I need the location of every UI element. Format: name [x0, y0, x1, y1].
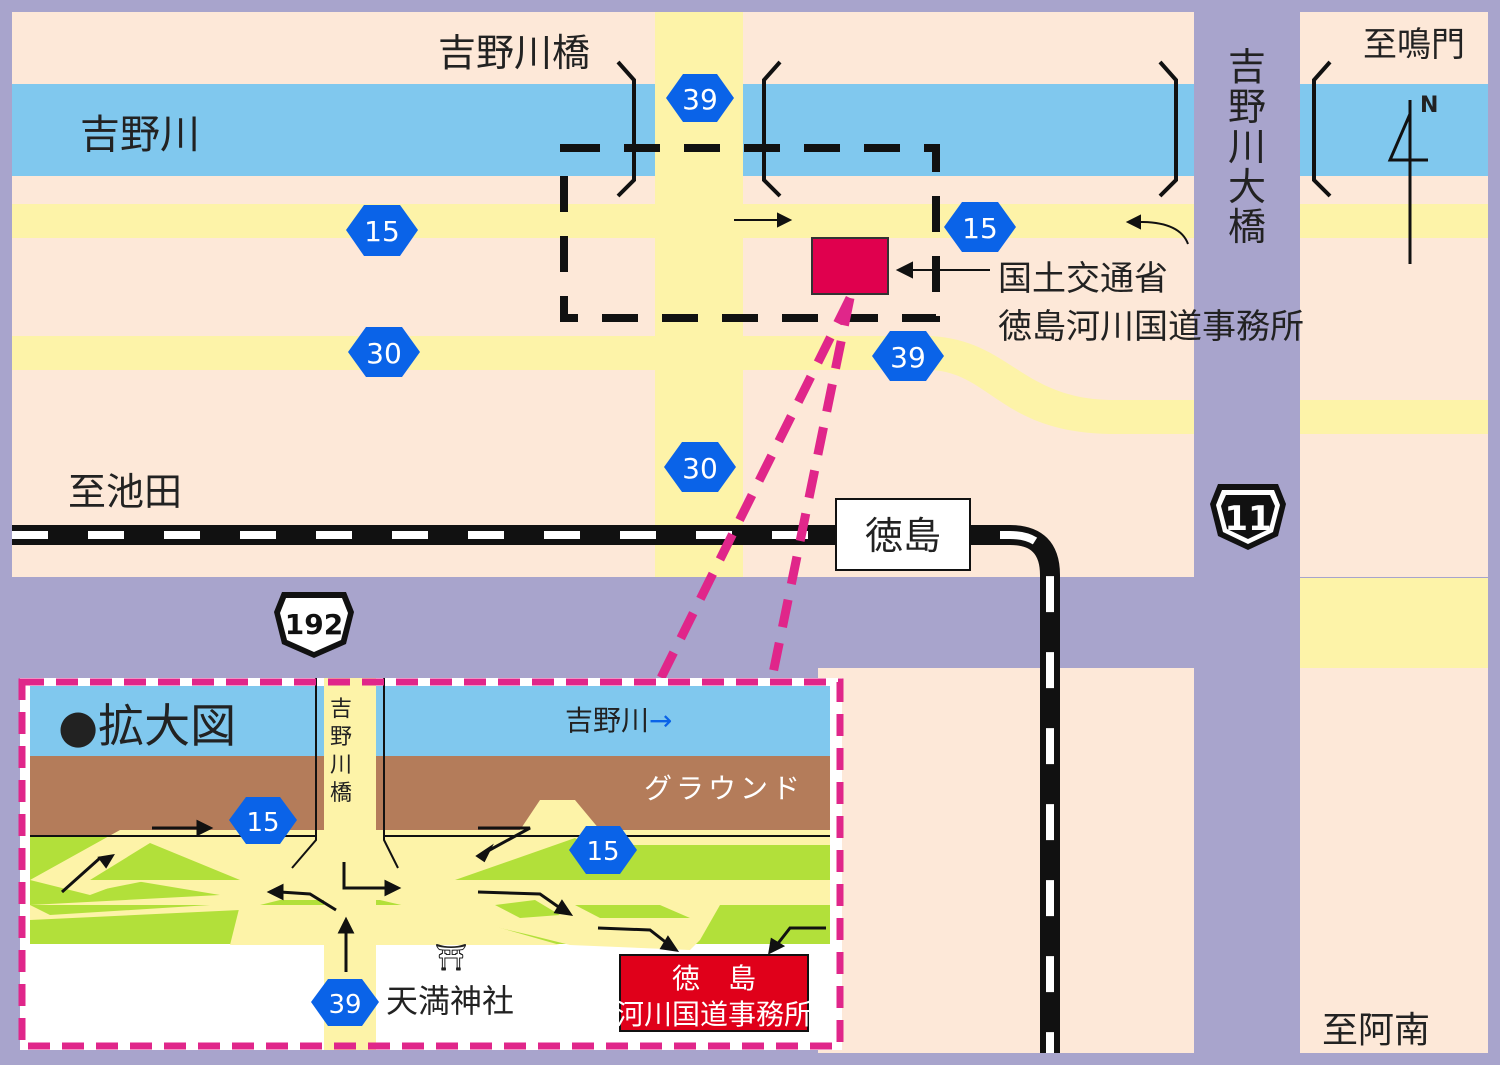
inset-title: ●拡大図 [58, 699, 236, 753]
direction-arrows [734, 212, 1189, 279]
to-naruto-label: 至鳴門 [1363, 25, 1465, 65]
svg-text:11: 11 [1224, 499, 1271, 539]
inset-traffic-arrows [60, 819, 826, 972]
north-arrow [1387, 100, 1428, 264]
bridge-label-vertical: 吉野川大橋 [1228, 45, 1266, 249]
inset-highlight-frame [18, 678, 844, 1050]
inset-ground [30, 756, 830, 836]
route-badge-30-left: 30 [348, 327, 420, 377]
svg-text:39: 39 [890, 341, 926, 374]
inset-route-badge-39: 39 [311, 979, 379, 1026]
bridge-vertical-char: 吉 [1228, 45, 1266, 89]
bridge-label-top: 吉野川橋 [438, 31, 590, 75]
route-badge-15-right: 15 [944, 202, 1016, 252]
svg-text:39: 39 [682, 83, 718, 116]
shrine-symbol: ⛩ [434, 943, 467, 973]
inset-route-badge-15-b: 15 [569, 826, 637, 874]
shrine-label: 天満神社 [386, 982, 514, 1020]
route-badge-30-mid: 30 [664, 442, 736, 492]
station-box [835, 498, 971, 571]
inset-office-line2: 河川国道事務所 [616, 998, 812, 1031]
office-label-line1: 国土交通省 [998, 259, 1168, 299]
svg-text:15: 15 [364, 215, 400, 248]
inset-office-line1: 徳 島 [672, 962, 756, 995]
bridge-vertical-char: 大 [1228, 165, 1266, 209]
river-yoshino [12, 84, 1488, 176]
svg-text:39: 39 [328, 990, 361, 1020]
svg-text:15: 15 [586, 837, 619, 867]
svg-text:15: 15 [246, 808, 279, 838]
svg-text:吉野川大橋: 吉野川大橋 [1228, 45, 1266, 249]
river-label: 吉野川 [80, 112, 200, 158]
inset-bridge-char: 野 [330, 725, 352, 750]
inset-route-badge-15-a: 15 [229, 797, 297, 844]
svg-text:30: 30 [366, 337, 402, 370]
svg-text:30: 30 [682, 452, 718, 485]
svg-text:15: 15 [962, 212, 998, 245]
bridge-vertical-char: 川 [1228, 125, 1266, 169]
bridge-vertical-char: 野 [1228, 85, 1266, 129]
inset-bridge-label: 吉野川橋 [330, 697, 352, 806]
inset-river [30, 686, 830, 756]
national-route-11-shield: 11 [1210, 484, 1286, 550]
railway [12, 525, 1060, 1053]
north-label: N [1420, 93, 1438, 118]
bridge-brackets [616, 60, 1332, 198]
route-badge-15-left: 15 [346, 205, 418, 256]
inset-bridge-char: 川 [330, 753, 352, 778]
inset-bridge-char: 吉 [330, 697, 352, 722]
station-label: 徳島 [865, 514, 941, 558]
to-anan-label: 至阿南 [1322, 1010, 1430, 1051]
inset-bridge-char: 橋 [330, 781, 352, 806]
route-badge-39-right: 39 [872, 331, 944, 381]
svg-text:192: 192 [285, 608, 343, 641]
inset-office-box[interactable] [619, 954, 809, 1032]
svg-text:吉野川橋: 吉野川橋 [330, 697, 352, 806]
national-route-192-shield: 192 [274, 592, 354, 658]
office-marker[interactable] [811, 237, 889, 295]
area-dashed-frame [560, 144, 940, 322]
route-badge-39-top: 39 [666, 74, 734, 122]
inset-ground-label: グラウンド [644, 772, 804, 805]
inset-connector [651, 295, 855, 691]
inset-map: 徳 島 河川国道事務所 ●拡大図 吉野川→ グラウンド 吉野川橋 ⛩ 天満神社 … [18, 678, 844, 1050]
to-ikeda-label: 至池田 [68, 470, 182, 514]
bridge-vertical-char: 橋 [1228, 205, 1266, 249]
office-label-line2: 徳島河川国道事務所 [998, 307, 1304, 347]
inset-river-label: 吉野川→ [565, 704, 672, 737]
